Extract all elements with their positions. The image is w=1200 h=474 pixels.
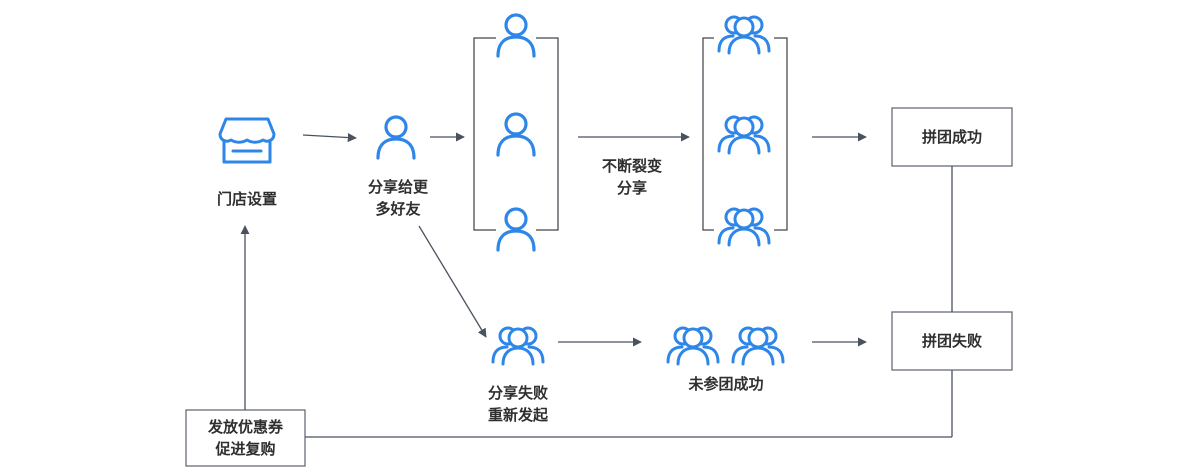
group-icon (714, 110, 774, 160)
person-share-icon (376, 115, 416, 160)
not-joined-success-label: 未参团成功 (688, 375, 764, 393)
friend-icon (496, 205, 536, 255)
share-more-friends-label: 分享给更 多好友 (367, 178, 428, 218)
friend-icon (496, 12, 536, 60)
share-fail-group-icon (491, 326, 545, 366)
group-fail-box (891, 311, 1013, 371)
group-icon (714, 10, 774, 60)
group-fail-label: 拼团失败 (921, 332, 982, 350)
arrow-share-to-fail (418, 225, 487, 338)
group-success-label: 拼团成功 (921, 128, 982, 146)
not-joined-group-icon (731, 326, 785, 366)
arrow-store-to-share (302, 132, 357, 143)
store-settings-label: 门店设置 (216, 190, 277, 208)
group-icon (714, 202, 774, 252)
issue-coupon-label: 发放优惠券 促进复购 (207, 418, 283, 458)
not-joined-group-icon (666, 326, 720, 366)
group-success-box (891, 107, 1013, 167)
store-icon (218, 117, 276, 164)
coupon-box (185, 409, 306, 467)
viral-share-label: 不断裂变 分享 (601, 157, 662, 197)
friend-icon (496, 110, 536, 160)
share-fail-restart-label: 分享失败 重新发起 (487, 384, 548, 424)
